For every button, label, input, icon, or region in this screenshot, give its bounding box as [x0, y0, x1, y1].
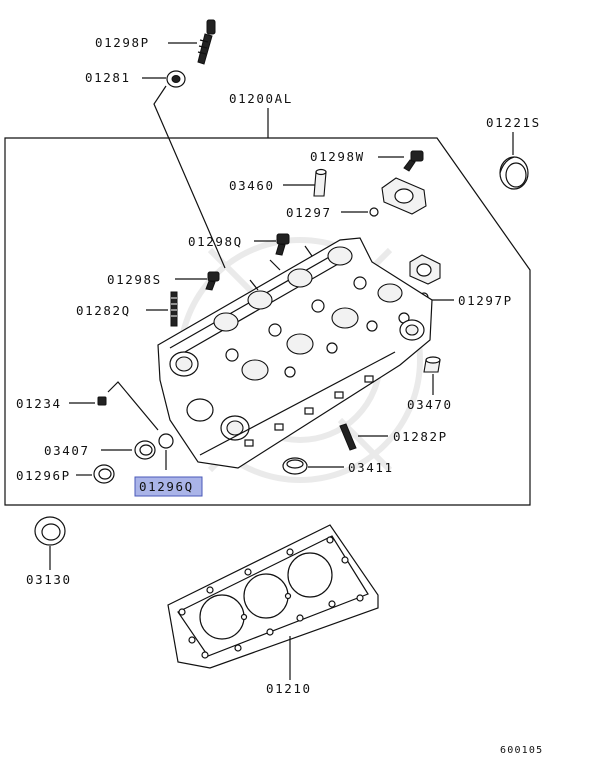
- label-03470[interactable]: 03470: [407, 397, 453, 412]
- label-01296p[interactable]: 01296P: [16, 468, 71, 483]
- label-01298s[interactable]: 01298S: [107, 272, 162, 287]
- label-01298w[interactable]: 01298W: [310, 149, 365, 164]
- label-01200al[interactable]: 01200AL: [229, 91, 293, 106]
- dowel-03470-part[interactable]: [423, 356, 441, 373]
- stud-01282q-part[interactable]: [170, 291, 178, 327]
- footer-code: 600105: [500, 745, 543, 756]
- label-03460[interactable]: 03460: [229, 178, 275, 193]
- seal-03411-part[interactable]: [282, 457, 308, 475]
- head-gasket-01210-part[interactable]: [167, 524, 379, 669]
- plug-01296q-part[interactable]: [158, 433, 174, 449]
- bolt-01298w-part[interactable]: [403, 150, 424, 172]
- highlight-box-01296q: [134, 476, 203, 497]
- label-01282p[interactable]: 01282P: [393, 429, 448, 444]
- label-01297p[interactable]: 01297P: [458, 293, 513, 308]
- plug-01234-part[interactable]: [97, 396, 107, 406]
- seal-01296p-part[interactable]: [93, 464, 115, 484]
- seal-03407-part[interactable]: [134, 440, 156, 460]
- label-01221s[interactable]: 01221S: [486, 115, 541, 130]
- label-01234[interactable]: 01234: [16, 396, 62, 411]
- bolt-01298p-part[interactable]: [197, 19, 216, 65]
- label-03407[interactable]: 03407: [44, 443, 90, 458]
- seal-03130-part[interactable]: [34, 516, 66, 546]
- label-01210[interactable]: 01210: [266, 681, 312, 696]
- washer-01281-part[interactable]: [166, 70, 186, 88]
- label-01296q-highlighted[interactable]: 01296Q: [139, 479, 194, 494]
- dowel-03460-part[interactable]: [313, 168, 327, 197]
- pin-01297-part[interactable]: [369, 207, 379, 217]
- bolt-01298s-part[interactable]: [205, 271, 220, 291]
- cam-cap-2-part[interactable]: [409, 254, 441, 285]
- label-01298p[interactable]: 01298P: [95, 35, 150, 50]
- label-01297[interactable]: 01297: [286, 205, 332, 220]
- stud-01282p-part[interactable]: [339, 423, 357, 451]
- cam-cap-part[interactable]: [381, 177, 427, 215]
- bolt-01298q-part[interactable]: [275, 233, 290, 256]
- label-01281[interactable]: 01281: [85, 70, 131, 85]
- cylinder-head-part[interactable]: [157, 237, 433, 469]
- assembly-frame: [4, 137, 531, 506]
- label-01282q[interactable]: 01282Q: [76, 303, 131, 318]
- label-01298q[interactable]: 01298Q: [188, 234, 243, 249]
- label-03130[interactable]: 03130: [26, 572, 72, 587]
- label-03411[interactable]: 03411: [348, 460, 394, 475]
- seal-01221s-part[interactable]: [499, 156, 529, 190]
